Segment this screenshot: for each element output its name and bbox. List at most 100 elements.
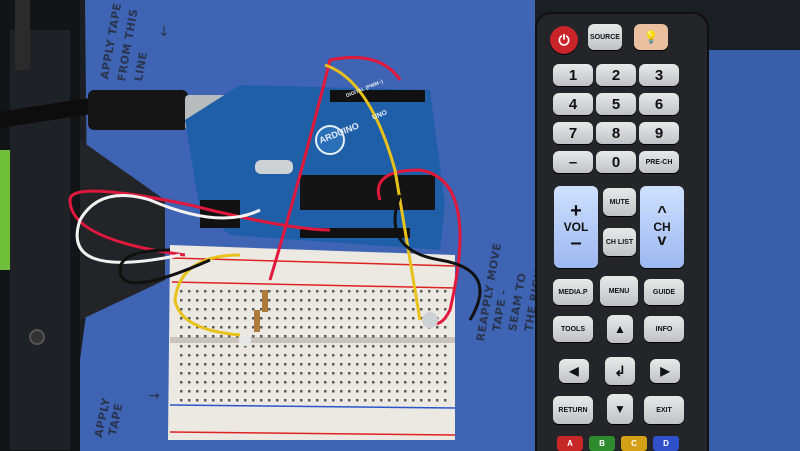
up-arrow-button[interactable]: ▲ <box>607 315 633 343</box>
breadboard-hole <box>252 317 255 320</box>
tools-button[interactable]: TOOLS <box>553 316 593 342</box>
number-button[interactable]: 1 <box>553 64 593 86</box>
media-button[interactable]: MEDIA.P <box>553 279 593 305</box>
breadboard-hole <box>188 399 191 402</box>
breadboard-hole <box>308 390 311 393</box>
left-arrow-button[interactable]: ◀ <box>559 359 589 383</box>
breadboard-hole <box>380 363 383 366</box>
breadboard-hole <box>244 381 247 384</box>
breadboard-hole <box>220 308 223 311</box>
breadboard-hole <box>300 381 303 384</box>
number-button[interactable]: 7 <box>553 122 593 144</box>
info-button[interactable]: INFO <box>644 316 684 342</box>
breadboard-hole <box>412 299 415 302</box>
power-button[interactable]: ⏻ <box>550 26 578 54</box>
color-key-a[interactable]: A <box>557 436 583 451</box>
usb-cable <box>88 90 188 130</box>
breadboard-hole <box>300 354 303 357</box>
light-button[interactable]: 💡 <box>634 24 668 50</box>
number-button[interactable]: 9 <box>639 122 679 144</box>
breadboard-hole <box>404 345 407 348</box>
ch-list-button[interactable]: CH LIST <box>603 228 636 256</box>
number-button[interactable]: 6 <box>639 93 679 115</box>
breadboard-hole <box>276 317 279 320</box>
breadboard-hole <box>260 317 263 320</box>
breadboard-hole <box>196 308 199 311</box>
menu-button[interactable]: MENU <box>600 276 638 306</box>
channel-rocker[interactable]: ^ CH v <box>640 186 684 268</box>
number-button[interactable]: 8 <box>596 122 636 144</box>
breadboard-hole <box>348 317 351 320</box>
breadboard-hole <box>196 354 199 357</box>
breadboard-hole <box>364 354 367 357</box>
breadboard-hole <box>348 390 351 393</box>
color-key-b[interactable]: B <box>589 436 615 451</box>
breadboard-hole <box>308 299 311 302</box>
breadboard-hole <box>348 335 351 338</box>
breadboard-hole <box>364 381 367 384</box>
breadboard-hole <box>180 326 183 329</box>
breadboard-hole <box>276 381 279 384</box>
source-button[interactable]: SOURCE <box>588 24 622 50</box>
number-button[interactable]: 0 <box>596 151 636 173</box>
breadboard-hole <box>220 399 223 402</box>
breadboard-hole <box>284 326 287 329</box>
dash-button[interactable]: – <box>553 151 593 173</box>
guide-button[interactable]: GUIDE <box>644 279 684 305</box>
breadboard-hole <box>212 335 215 338</box>
breadboard-hole <box>316 335 319 338</box>
breadboard-hole <box>180 335 183 338</box>
breadboard-hole <box>372 308 375 311</box>
breadboard-hole <box>340 399 343 402</box>
number-button[interactable]: 2 <box>596 64 636 86</box>
breadboard-hole <box>180 363 183 366</box>
breadboard-hole <box>308 363 311 366</box>
breadboard-hole <box>220 326 223 329</box>
black-wire <box>393 194 482 321</box>
down-arrow-button[interactable]: ▼ <box>607 394 633 424</box>
breadboard-hole <box>228 354 231 357</box>
return-button[interactable]: RETURN <box>553 396 593 424</box>
number-button[interactable]: 5 <box>596 93 636 115</box>
tape-arrow-down: ↓ <box>158 24 170 40</box>
breadboard-hole <box>180 354 183 357</box>
breadboard-hole <box>196 317 199 320</box>
breadboard-hole <box>388 372 391 375</box>
breadboard-hole <box>236 345 239 348</box>
enter-button[interactable]: ↲ <box>605 357 635 385</box>
breadboard-hole <box>292 299 295 302</box>
right-arrow-button[interactable]: ▶ <box>650 359 680 383</box>
volume-rocker[interactable]: + VOL – <box>554 186 598 268</box>
breadboard-hole <box>444 290 447 293</box>
breadboard-hole <box>348 326 351 329</box>
mute-button[interactable]: MUTE <box>603 188 636 216</box>
breadboard-hole <box>412 317 415 320</box>
breadboard-hole <box>412 381 415 384</box>
number-button[interactable]: 3 <box>639 64 679 86</box>
breadboard-hole <box>380 345 383 348</box>
breadboard-hole <box>292 290 295 293</box>
breadboard-hole <box>340 381 343 384</box>
breadboard-hole <box>228 308 231 311</box>
exit-button[interactable]: EXIT <box>644 396 684 424</box>
breadboard-hole <box>380 372 383 375</box>
breadboard-hole <box>268 354 271 357</box>
white-wire <box>75 194 261 264</box>
breadboard-hole <box>196 335 199 338</box>
breadboard-hole <box>396 390 399 393</box>
breadboard-hole <box>244 345 247 348</box>
breadboard-hole <box>436 390 439 393</box>
breadboard-hole <box>212 345 215 348</box>
breadboard-hole <box>204 372 207 375</box>
color-key-d[interactable]: D <box>653 436 679 451</box>
number-button[interactable]: 4 <box>553 93 593 115</box>
pre-ch-button[interactable]: PRE-CH <box>639 151 679 173</box>
breadboard-hole <box>308 335 311 338</box>
breadboard-hole <box>204 299 207 302</box>
breadboard-hole <box>436 363 439 366</box>
breadboard-hole <box>204 345 207 348</box>
breadboard-hole <box>260 335 263 338</box>
color-key-c[interactable]: C <box>621 436 647 451</box>
breadboard-hole <box>204 317 207 320</box>
volume-label: VOL <box>563 220 589 234</box>
